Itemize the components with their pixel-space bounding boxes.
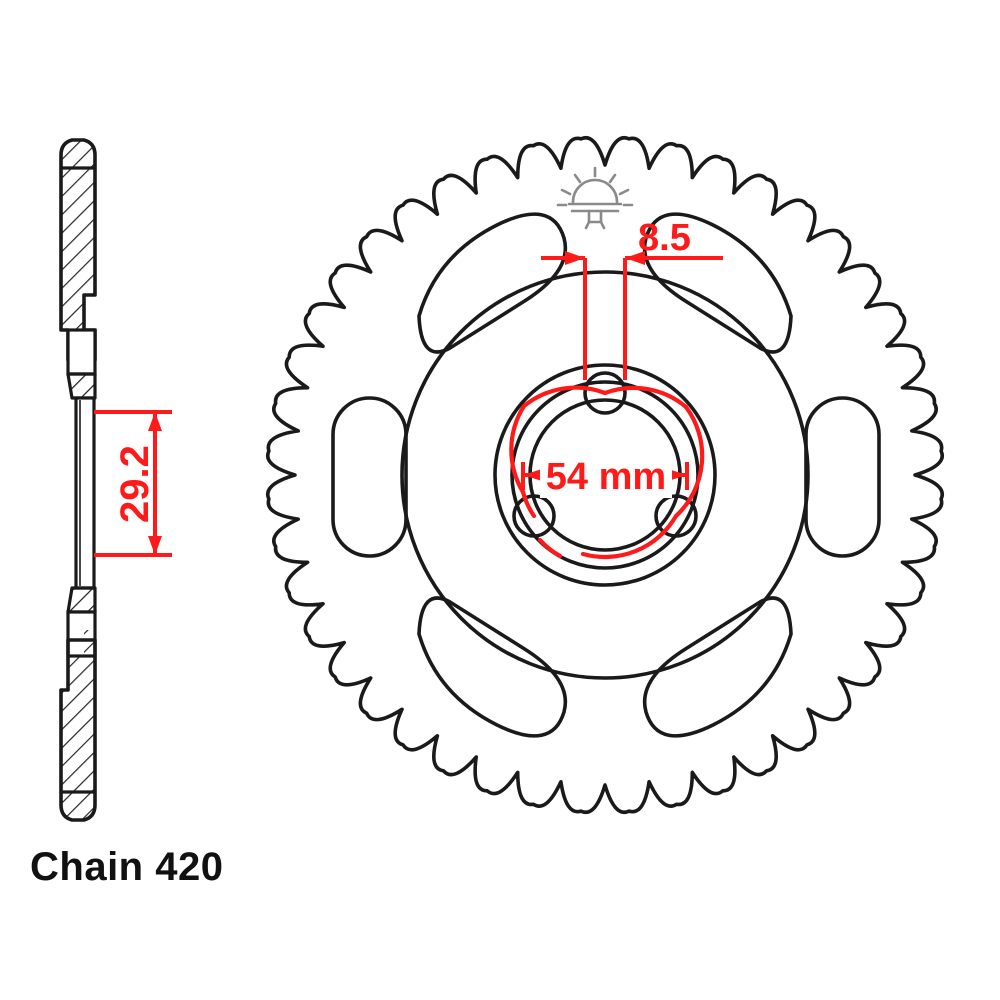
chain-size-label: Chain 420 [30,845,224,889]
bolt-hole-lower-left [512,494,556,538]
bolt-hole-top [583,371,627,415]
side-lower-rim-section [59,630,97,822]
dimension-bolt-hole-8-5: 8.5 [541,217,723,380]
side-web-section [74,396,96,590]
bolt-circle-arc-c [673,404,705,519]
bean-hole-bottom-right [642,596,793,738]
bolt-circle-arc-f [509,403,527,495]
dimension-label-29-2: 29.2 [113,445,157,523]
sprocket-teeth-ring [266,136,944,814]
bean-hole-top-left [417,212,568,354]
dimension-label-8-5: 8.5 [638,217,691,259]
lightening-hole-left [331,396,408,558]
dimension-label-54mm: 54 mm [546,456,666,498]
bean-hole-top-right [642,212,793,354]
lightening-hole-ovals [331,396,881,558]
bolt-circle-arc-b [602,385,689,410]
lightening-hole-right [804,396,881,558]
bean-hole-bottom-left [417,596,568,738]
sprocket-teeth-outline [266,136,944,814]
side-upper-shoulder [66,328,97,400]
bolt-circle-arc-g [537,537,563,559]
dimension-bolt-circle-54mm: 54 mm [521,452,689,498]
sprocket-body-outer-circle [400,270,810,680]
dimension-thickness-29-2: 29.2 [94,410,172,557]
bolt-circle-arc-d [580,513,679,560]
bolt-hole-lower-right [654,494,698,538]
side-section-view: 29.2 [59,138,172,822]
bolt-circle-arcs [509,385,705,560]
sprocket-face-view: 54 mm 8.5 [266,136,944,814]
bolt-hole-group [512,371,698,538]
sun-icon [556,166,634,230]
lightening-hole-beans [417,212,793,738]
bolt-circle-arc-a [521,385,608,409]
sprocket-hub-outer-circle [493,363,717,587]
